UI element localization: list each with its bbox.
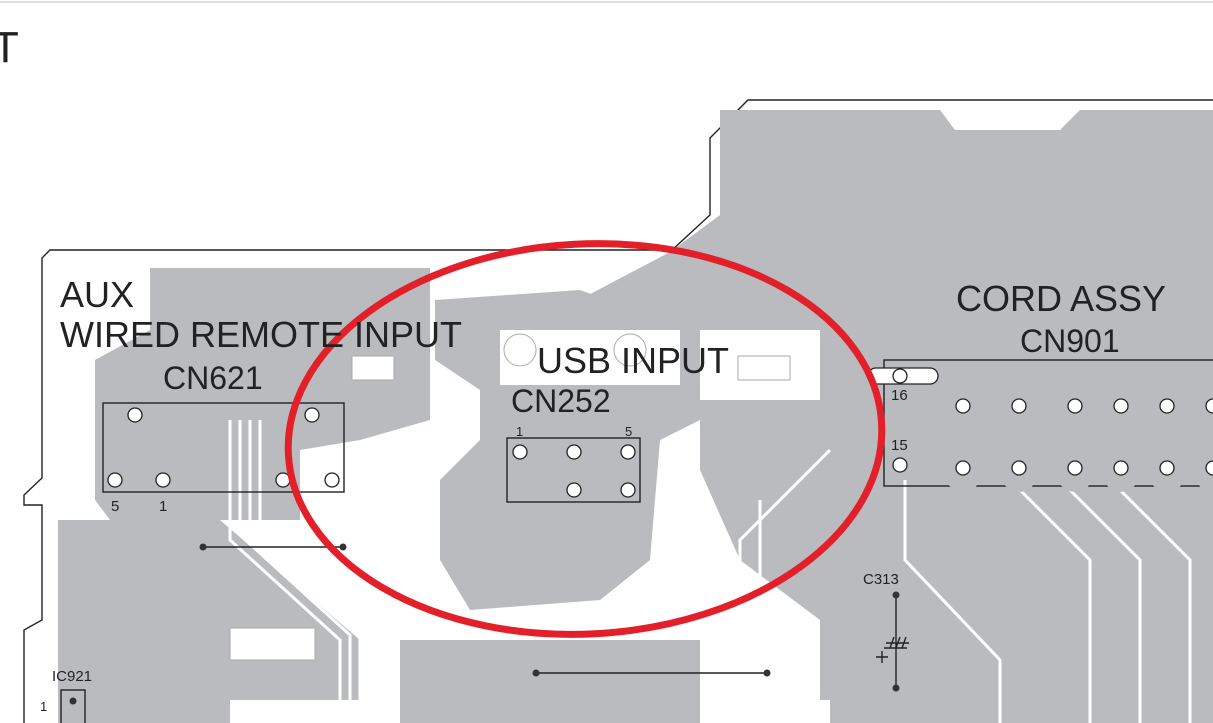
cn252-pin-5: 5 bbox=[625, 424, 632, 439]
cn901-pin bbox=[955, 460, 971, 476]
cn621-pin-5: 5 bbox=[111, 498, 119, 515]
aux-label: AUX bbox=[60, 274, 134, 315]
ic-ic921 bbox=[60, 689, 86, 723]
connector-cn621 bbox=[102, 402, 345, 493]
ic921-pin-1: 1 bbox=[40, 699, 47, 714]
cn901-pin bbox=[1159, 460, 1175, 476]
cn901-pin bbox=[1067, 460, 1083, 476]
highlight-ellipse bbox=[284, 240, 886, 638]
ic921-label: IC921 bbox=[52, 668, 92, 685]
title-fragment: T bbox=[0, 23, 19, 72]
cn901-pin bbox=[1205, 460, 1213, 476]
capacitor-c313 bbox=[876, 591, 909, 692]
jumpers bbox=[199, 543, 771, 677]
cn901-pin bbox=[1113, 460, 1129, 476]
connector-cn252 bbox=[506, 437, 641, 503]
cn901-pin bbox=[1011, 398, 1027, 414]
c313-label: C313 bbox=[863, 571, 899, 588]
cn901-pin bbox=[1011, 460, 1027, 476]
cn901-pin-15: 15 bbox=[891, 437, 908, 454]
cn621-label: CN621 bbox=[163, 360, 263, 396]
cn901-pin-16: 16 bbox=[891, 387, 908, 404]
cn901-pin bbox=[955, 398, 971, 414]
usb-input-label: USB INPUT bbox=[537, 340, 729, 381]
cn901-pin bbox=[1159, 398, 1175, 414]
cn252-label: CN252 bbox=[511, 383, 611, 419]
cn901-label: CN901 bbox=[1020, 323, 1120, 359]
cord-assy-label: CORD ASSY bbox=[956, 278, 1166, 319]
wired-remote-input-label: WIRED REMOTE INPUT bbox=[60, 314, 462, 355]
pad-copper bbox=[1195, 440, 1213, 492]
cn901-pin bbox=[1067, 398, 1083, 414]
connector-cn901 bbox=[867, 359, 1213, 492]
cn621-pin-1: 1 bbox=[159, 498, 167, 515]
cn901-pin bbox=[1205, 398, 1213, 414]
pad-copper bbox=[1195, 378, 1213, 430]
traces bbox=[228, 330, 1192, 723]
board-outline bbox=[23, 99, 1213, 723]
cn252-pin-1: 1 bbox=[516, 424, 523, 439]
cn901-pin bbox=[1113, 398, 1129, 414]
